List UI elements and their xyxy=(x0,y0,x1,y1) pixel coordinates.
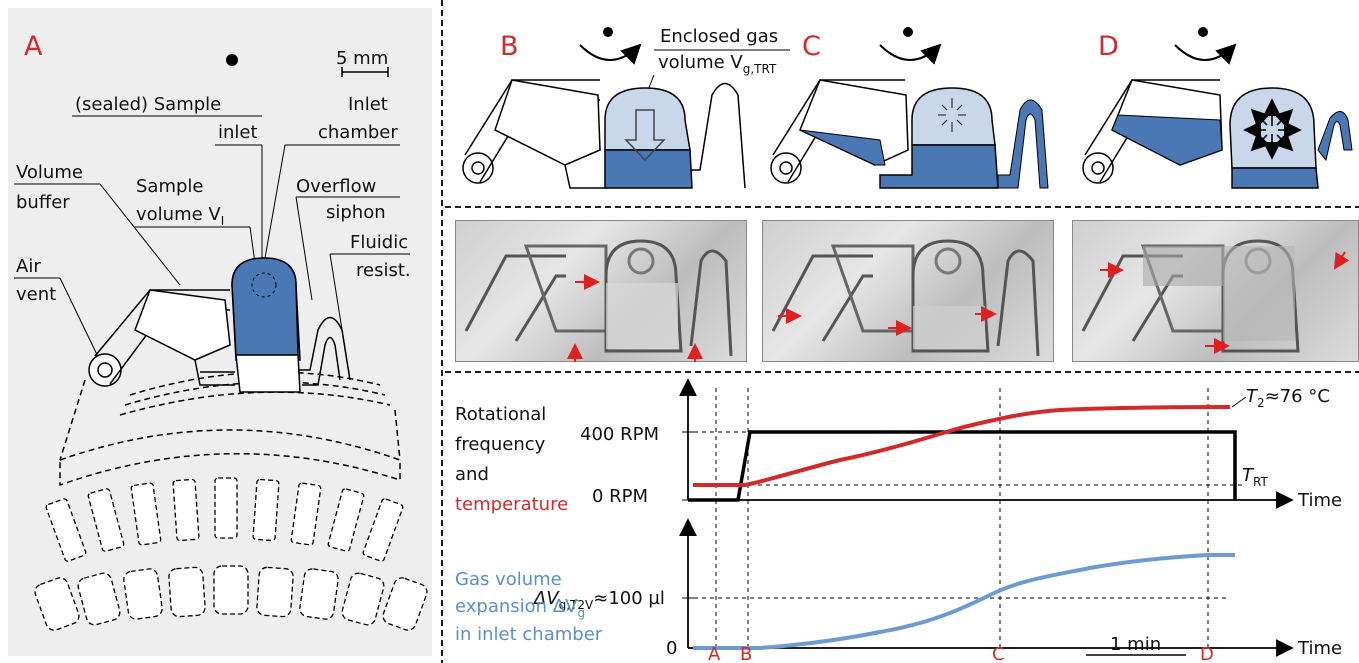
graph-temperature-label: temperature xyxy=(455,494,568,515)
graph-top-label-3: and xyxy=(455,464,489,485)
label-sealed-inlet: inlet xyxy=(218,122,258,143)
rpm-400-label: 400 RPM xyxy=(580,424,659,445)
tick-c: C xyxy=(992,644,1005,663)
tick-d: D xyxy=(1200,644,1214,663)
tick-a: A xyxy=(708,644,721,663)
rpm-0-label: 0 RPM xyxy=(592,486,648,507)
photo-b xyxy=(455,220,747,362)
label-fluidic: Fluidic xyxy=(350,232,408,253)
time-axis-label-top: Time xyxy=(1297,490,1342,511)
chamber-c-liquid xyxy=(879,144,999,189)
channel-b xyxy=(462,79,746,189)
channel-c xyxy=(770,79,909,184)
graph-top-label-1: Rotational xyxy=(455,404,546,425)
label-sample-volume: volume VI xyxy=(136,204,224,228)
panel-c-letter: C xyxy=(802,31,821,62)
label-sample: Sample xyxy=(136,176,204,197)
panel-b-gas-1: Enclosed gas xyxy=(660,26,778,47)
temperature-curve xyxy=(693,405,1231,487)
gas-volume-curve xyxy=(693,553,1235,650)
label-sealed-sample: (sealed) Sample xyxy=(75,94,221,115)
rotation-arrow-d xyxy=(1174,43,1237,65)
label-vent: vent xyxy=(16,284,56,305)
photo-d xyxy=(1072,220,1359,362)
bottom-label-2: expansion ΔVg xyxy=(455,596,585,620)
graph-top-label-2: frequency xyxy=(455,434,546,455)
label-inlet: Inlet xyxy=(348,94,388,115)
gas-expansion-large xyxy=(1243,98,1302,160)
panel-a-letter: A xyxy=(24,31,43,62)
rpm-curve xyxy=(688,430,1237,502)
inlet-chamber-fill xyxy=(231,257,299,356)
label-chamber: chamber xyxy=(318,122,398,143)
label-resist: resist. xyxy=(356,260,411,281)
panel-b-letter: B xyxy=(500,31,519,62)
rotation-arrow-c xyxy=(879,43,942,65)
bottom-label-3: in inlet chamber xyxy=(455,624,603,645)
label-siphon: siphon xyxy=(326,202,386,223)
label-overflow: Overflow xyxy=(296,176,376,197)
panel-b-gas-2: volume Vg,TRT xyxy=(658,52,777,76)
dv-label: ΔVg,T2V≈100 µl xyxy=(532,588,665,612)
rotation-arrow-b xyxy=(579,43,642,65)
scale-label: 5 mm xyxy=(336,48,388,69)
zero-label: 0 xyxy=(666,638,677,659)
panel-d-letter: D xyxy=(1098,31,1119,62)
graph: Rotational frequency and temperature 400… xyxy=(455,378,1342,663)
label-volume: Volume xyxy=(16,162,83,183)
tick-b: B xyxy=(740,644,752,663)
rotation-center-dot xyxy=(226,54,238,66)
time-axis-label-bottom: Time xyxy=(1297,638,1342,659)
trt-label: TRT xyxy=(1242,465,1268,489)
photo-c xyxy=(762,220,1054,362)
label-air: Air xyxy=(16,256,41,277)
t2-label: T2≈76 °C xyxy=(1246,386,1330,410)
aliquot-chambers xyxy=(34,477,428,631)
label-buffer: buffer xyxy=(16,192,70,213)
one-minute-label: 1 min xyxy=(1110,634,1161,655)
chamber-d-liquid xyxy=(1231,167,1319,189)
bottom-label-1: Gas volume xyxy=(455,569,562,590)
chamber-b-liquid xyxy=(604,149,693,189)
gas-expansion-small xyxy=(938,98,966,132)
